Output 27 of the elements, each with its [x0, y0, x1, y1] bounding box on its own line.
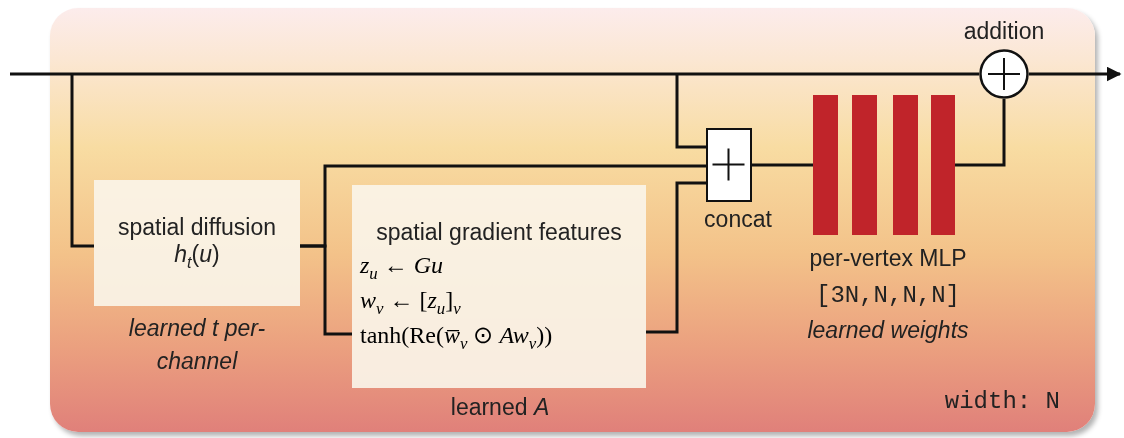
width-note: width: N	[943, 387, 1060, 417]
process-box	[94, 180, 300, 306]
connector-line	[10, 72, 979, 76]
box-title: spatial diffusion h$_{t}$(u)	[116, 213, 278, 273]
mlp-layers-drawing	[813, 95, 955, 235]
formula: w$_{v}$ ← [z$_{u}$]$_{v}$	[360, 285, 462, 320]
node-label: [3N,N,N,N]	[815, 281, 961, 311]
connector-line	[70, 74, 94, 248]
formula: z$_{u}$ ← Gu	[360, 251, 445, 285]
block-panel	[50, 8, 1095, 432]
node-label: learned weights	[806, 316, 970, 345]
connector-line	[675, 74, 706, 149]
process-box	[352, 185, 646, 388]
connector-line	[300, 164, 706, 248]
node-label: per-vertex MLP	[808, 244, 968, 273]
arrow	[1029, 66, 1122, 82]
connector-line	[752, 163, 813, 167]
box-title: spatial gradient features	[375, 218, 623, 247]
connector-line	[646, 181, 706, 334]
concat-box	[706, 128, 752, 202]
node-label: learned A	[449, 393, 551, 422]
formula: tanh(Re(w̅$_{v}$ ⊙ Aw$_{v}$))	[360, 320, 554, 355]
node-label: concat	[703, 205, 773, 234]
connector-line	[955, 99, 1006, 167]
node-label: learned t per-channel	[127, 314, 267, 377]
node-label: addition	[962, 17, 1046, 46]
addition-circle	[979, 49, 1029, 99]
